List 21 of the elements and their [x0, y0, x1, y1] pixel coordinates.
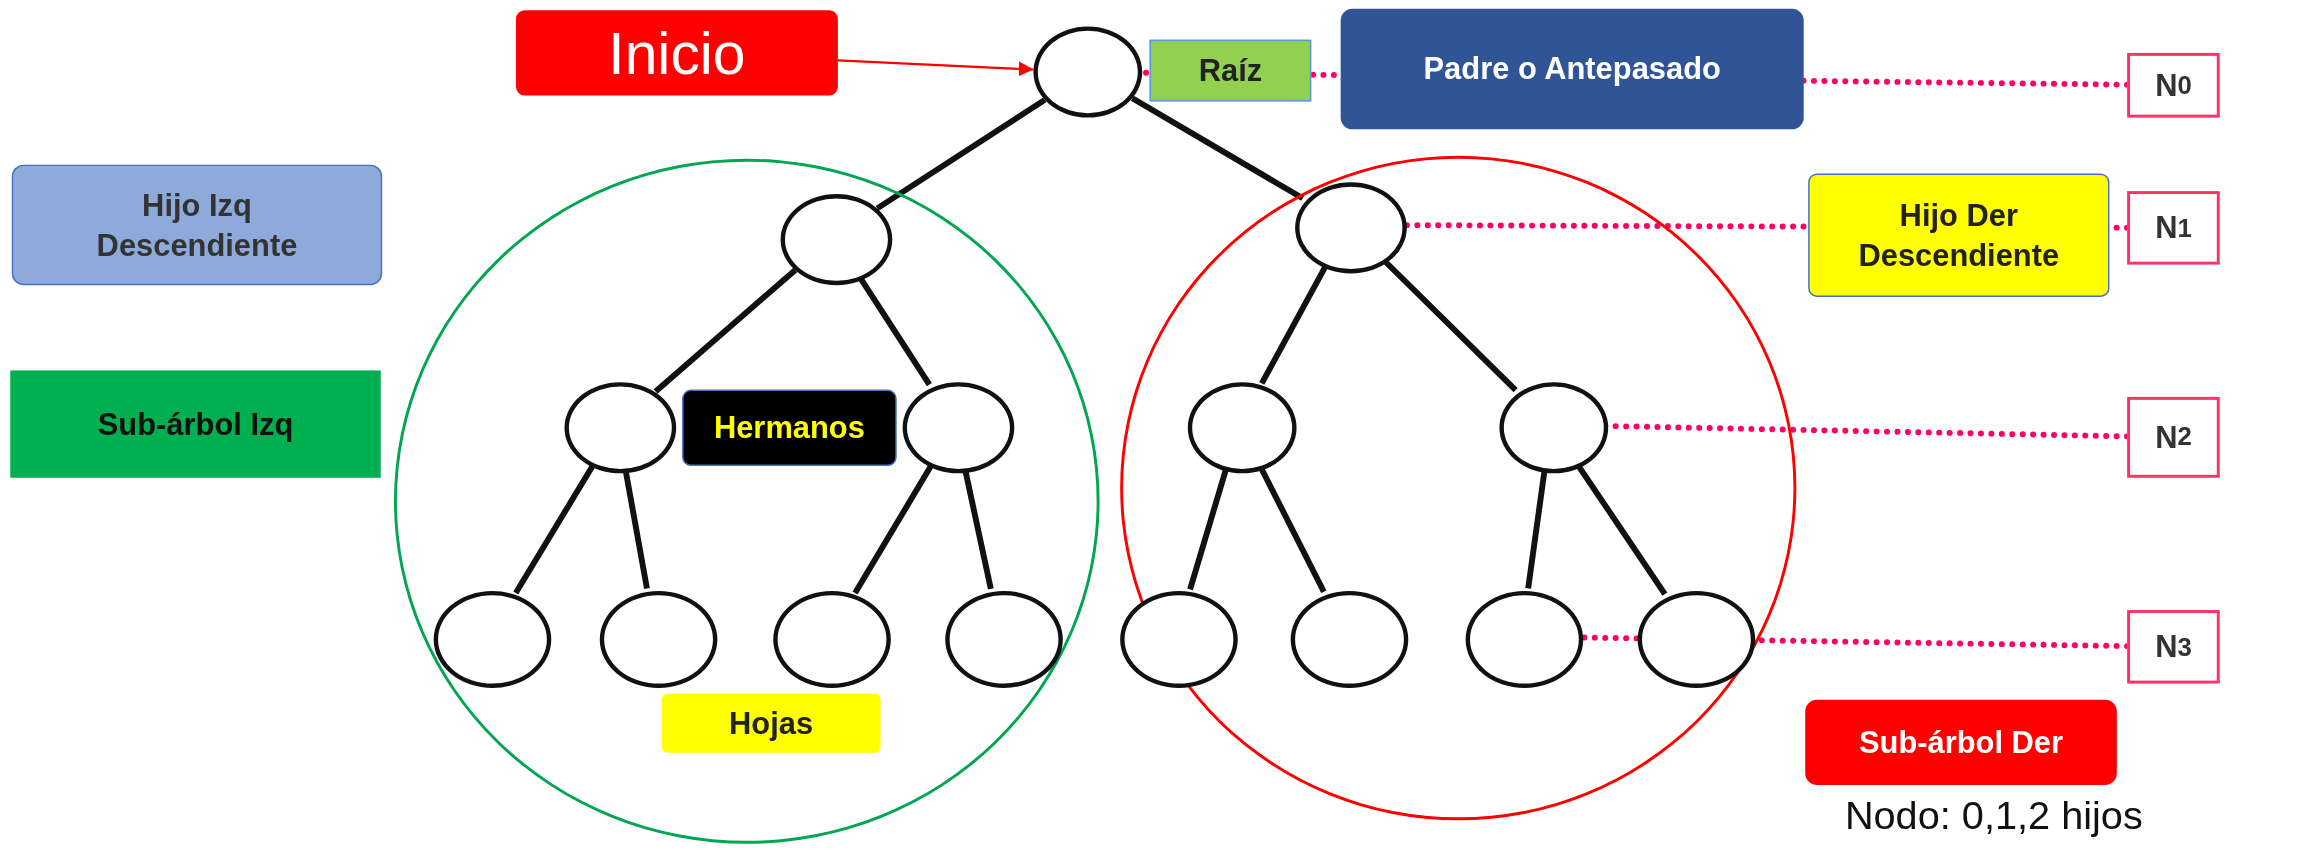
connector-line — [875, 97, 1047, 211]
start-box: Inicio — [516, 10, 838, 96]
connector-line — [1130, 95, 1305, 201]
connector-line — [1187, 468, 1229, 591]
subtree-outline — [393, 158, 1100, 844]
label-box: Raíz — [1149, 39, 1312, 102]
label-box: Hermanos — [682, 389, 897, 466]
connector-line — [513, 464, 596, 595]
label-box: Sub-árbol Izq — [10, 370, 381, 478]
connector-line — [1259, 265, 1328, 385]
caption: Nodo: 0,1,2 hijos — [1844, 793, 2143, 840]
connector-line — [653, 267, 798, 394]
tree-node-circle — [1295, 182, 1407, 274]
arrow — [837, 59, 1034, 77]
connector-line — [852, 464, 934, 595]
label-box: Hijo Izq Descendiente — [11, 164, 383, 286]
label-box: Padre o Antepasado — [1340, 8, 1804, 130]
label-box: Hojas — [661, 693, 881, 753]
subtree-outline — [1120, 155, 1797, 821]
label-box: Hijo Der Descendiente — [1808, 173, 2110, 297]
label-box: Sub-árbol Der — [1805, 699, 2117, 785]
